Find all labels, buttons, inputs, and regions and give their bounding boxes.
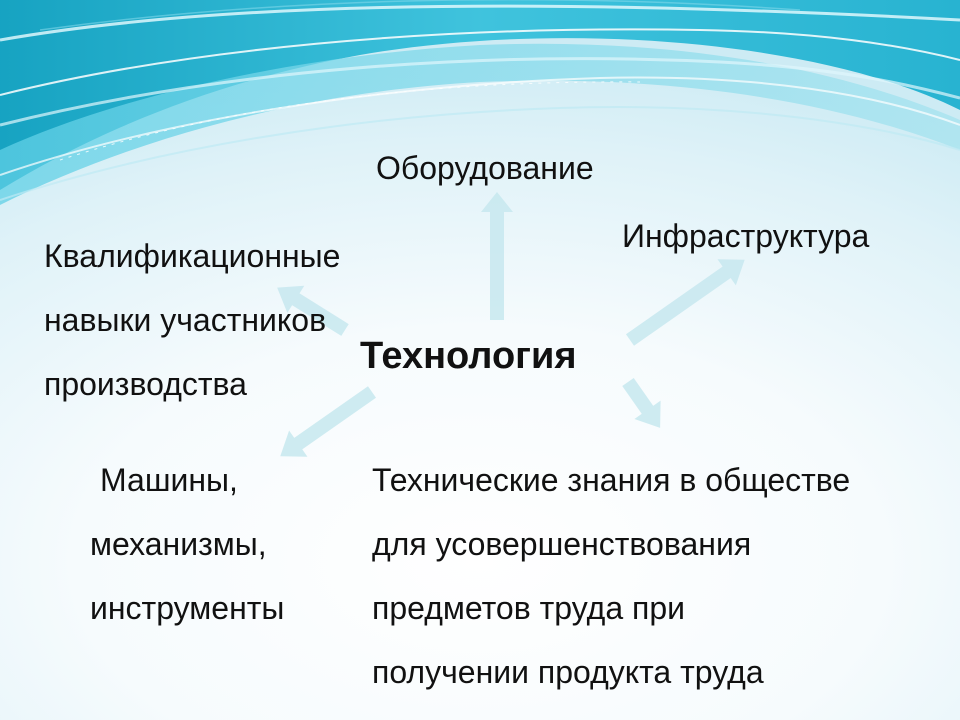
arrow-to-equipment xyxy=(481,192,513,320)
arrow-to-infrastructure xyxy=(625,259,745,346)
node-knowledge-line-1: Технические знания в обществе xyxy=(372,462,851,498)
node-infrastructure: Инфраструктура xyxy=(622,218,870,254)
node-machines: Машины, механизмы, инструменты xyxy=(90,432,284,656)
node-knowledge-line-4: получении продукта труда xyxy=(372,654,764,690)
node-knowledge-line-2: для усовершенствования xyxy=(372,526,752,562)
node-knowledge: Технические знания в обществе для усовер… xyxy=(372,432,850,720)
node-skills-line-1: Квалификационные xyxy=(44,238,341,274)
arrow-to-machines xyxy=(280,386,377,457)
node-skills-line-2: навыки участников xyxy=(44,302,327,338)
center-title: Технология xyxy=(360,335,577,377)
node-skills-line-3: производства xyxy=(44,366,247,402)
node-equipment: Оборудование xyxy=(376,150,594,186)
node-machines-line-2: механизмы, xyxy=(90,526,267,562)
arrow-to-skills xyxy=(277,285,349,336)
arrow-to-knowledge xyxy=(622,377,661,428)
node-knowledge-line-3: предметов труда при xyxy=(372,590,685,626)
node-machines-line-3: инструменты xyxy=(90,590,285,626)
node-machines-line-1: Машины, xyxy=(100,462,238,498)
node-skills: Квалификационные навыки участников произ… xyxy=(44,208,340,432)
